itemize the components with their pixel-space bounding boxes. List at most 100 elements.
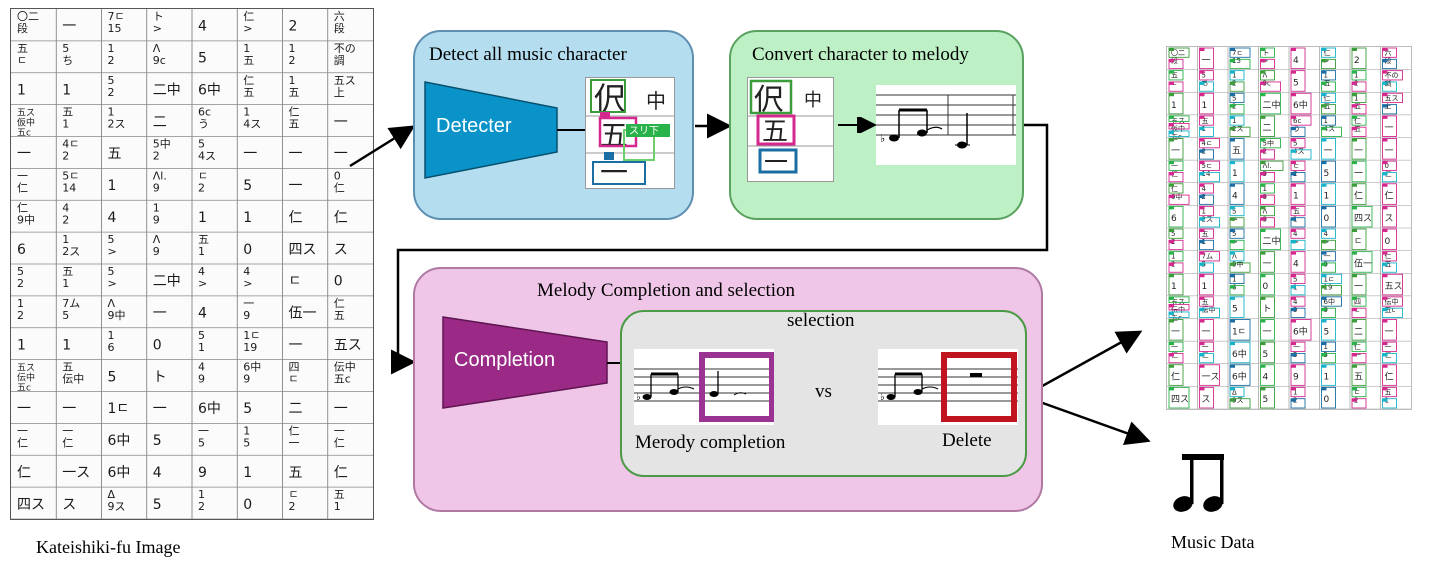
detection-box: [1229, 115, 1245, 126]
score-cell-text: 2ス: [108, 118, 126, 131]
detection-tag: [1169, 138, 1174, 142]
annotated-cell-text: 5: [1324, 169, 1330, 179]
annotated-cell-text: 五: [1293, 207, 1300, 215]
score-cell-text: 1: [153, 201, 160, 214]
detection-tag: [1352, 398, 1357, 402]
annotated-cell-text: 五ス: [1171, 117, 1185, 125]
score-cell-text: 4: [62, 201, 69, 214]
annotated-cell-text: 仁: [1171, 350, 1178, 359]
detection-tag: [1382, 172, 1388, 176]
detection-box: [1382, 386, 1397, 398]
delete-option-staff: ♭: [878, 349, 1018, 425]
detection-box: [1229, 228, 1245, 239]
detection-box: [1351, 386, 1367, 398]
score-cell-text: Λ: [153, 233, 161, 246]
detection-box: [1199, 352, 1214, 364]
score-cell-text: 1: [62, 337, 71, 353]
score-cell-text: 4: [198, 265, 205, 278]
detection-box: [1260, 149, 1275, 160]
detection-tag: [1260, 172, 1266, 176]
score-cell-text: 4: [198, 361, 205, 374]
detection-box: [1351, 364, 1367, 386]
detection-box: [1229, 58, 1251, 70]
annotated-cell-text: 2: [1354, 56, 1360, 66]
detection-box: [1321, 104, 1336, 115]
detection-box: [1382, 160, 1397, 171]
annotated-cell-text: 仁: [1354, 116, 1361, 125]
detection-box: [1321, 70, 1336, 81]
score-cell-text: 四ス: [17, 497, 45, 513]
score-cell-text: 4ス: [243, 118, 261, 131]
detection-tag: [1230, 364, 1235, 368]
annotated-cell-text: 7ㄷ: [1232, 49, 1243, 57]
score-cell-text: 2: [17, 309, 24, 322]
detection-box: [1351, 160, 1367, 183]
detection-tag: [1230, 127, 1235, 131]
detection-box: [1321, 228, 1336, 239]
score-cell-text: 1ㄷ: [108, 401, 130, 417]
detection-tag: [1199, 183, 1205, 187]
detection-box: [1229, 81, 1245, 92]
score-cell-text: 1: [62, 82, 71, 98]
score-cell-text: ス: [62, 497, 76, 513]
annotated-cell-text: 一: [1171, 343, 1178, 351]
score-cell-text: >: [243, 277, 252, 290]
detection-tag: [1260, 251, 1266, 255]
detection-tag: [1291, 387, 1296, 391]
score-cell-text: 五c: [17, 129, 31, 139]
annotated-cell-text: 4: [1232, 192, 1238, 202]
vs-label: vs: [815, 381, 832, 402]
score-cell-text: 二中: [153, 82, 181, 98]
score-cell-text: 上: [334, 86, 345, 99]
detection-tag: [1321, 251, 1327, 255]
annotated-cell-text: 五ス: [1171, 298, 1185, 306]
detection-tag: [1260, 206, 1266, 210]
score-cell-text: 仁: [334, 297, 345, 310]
detection-tag: [1382, 161, 1388, 165]
detection-box: [1229, 126, 1251, 137]
annotated-cell-text: 五: [1385, 388, 1392, 396]
detection-tag: [1199, 149, 1205, 153]
annotated-cell-text: Λ: [1232, 253, 1237, 261]
score-cell-text: 六: [334, 10, 345, 23]
annotated-cell-text: 二: [1263, 124, 1272, 134]
detection-tag: [1199, 127, 1205, 131]
detection-tag: [1352, 127, 1357, 131]
detection-tag: [1199, 387, 1205, 391]
detection-box: [1168, 81, 1184, 92]
score-cell-text: 五: [334, 309, 345, 322]
score-cell-text: 6中: [108, 433, 131, 449]
score-cell-text: 2: [17, 277, 24, 290]
annotated-cell-text: 二中: [1263, 235, 1281, 247]
annotated-cell-text: 一: [1263, 259, 1272, 269]
detection-tag: [1291, 285, 1296, 289]
score-cell-text: 一: [198, 424, 209, 437]
detection-tag: [1321, 308, 1327, 312]
annotated-cell-text: 五: [1354, 102, 1361, 110]
detection-tag: [1321, 206, 1327, 210]
score-cell-text: ち: [62, 54, 73, 67]
detection-box: [1290, 205, 1306, 217]
score-cell-text: 9: [198, 465, 207, 481]
detection-tag: [1291, 274, 1296, 278]
detection-box: [1351, 92, 1367, 104]
detection-tag: [1260, 296, 1266, 300]
output-caption: Music Data: [1171, 532, 1255, 552]
score-cell-text: Λl.: [153, 169, 167, 182]
annotated-cell-text: 9: [1293, 373, 1299, 383]
score-cell-text: 6中: [243, 361, 261, 374]
annotated-cell-text: 仁: [1354, 342, 1361, 351]
score-cell-text: 不の: [334, 42, 356, 55]
detection-tag: [1169, 206, 1174, 210]
detection-box: [1168, 205, 1184, 228]
score-cell-text: 仁: [17, 436, 28, 449]
detection-tag: [1199, 93, 1205, 97]
annotated-cell-text: 調: [1385, 79, 1392, 88]
score-cell-text: 6中: [198, 82, 221, 98]
annotated-cell-text: 0: [1324, 395, 1330, 405]
score-cell-text: 7ム: [62, 297, 80, 310]
detection-box: [1199, 171, 1220, 183]
svg-text:中: 中: [646, 89, 666, 113]
detection-box: [1290, 149, 1312, 160]
